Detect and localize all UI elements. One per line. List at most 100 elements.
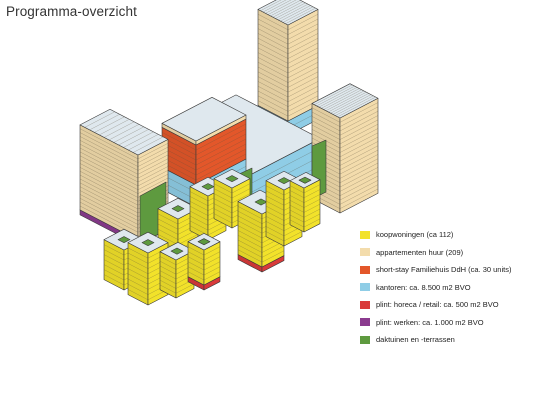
floor-line bbox=[159, 265, 177, 275]
floor-line bbox=[257, 28, 289, 45]
floor-line bbox=[303, 184, 321, 194]
floor-line bbox=[257, 14, 289, 30]
floor-line bbox=[195, 148, 247, 176]
roof-stripe bbox=[272, 1, 304, 18]
floor-line bbox=[213, 203, 233, 214]
roof-garden bbox=[170, 247, 184, 255]
floor-line bbox=[195, 143, 247, 171]
roof-garden bbox=[117, 236, 131, 244]
floor-line bbox=[339, 115, 379, 136]
floor-line bbox=[257, 33, 289, 50]
floor-line bbox=[287, 38, 319, 54]
floor-line bbox=[287, 76, 319, 93]
floor-line bbox=[339, 154, 379, 175]
roof-stripe bbox=[260, 0, 282, 11]
roof-stripe bbox=[277, 4, 309, 20]
floor-line bbox=[127, 247, 149, 259]
floor-line bbox=[287, 90, 319, 107]
floor-line bbox=[237, 239, 263, 253]
floor-line bbox=[339, 184, 379, 205]
floor-line bbox=[79, 140, 139, 171]
roof-stripe bbox=[314, 84, 353, 105]
floor-line bbox=[213, 193, 233, 204]
floor-line bbox=[261, 245, 285, 258]
floor-line bbox=[137, 173, 169, 190]
floor-line bbox=[203, 261, 221, 271]
floor-line bbox=[287, 47, 319, 64]
floor-line bbox=[339, 145, 379, 166]
floor-line bbox=[311, 107, 341, 123]
floor-line bbox=[257, 100, 289, 117]
floor-line bbox=[103, 254, 125, 266]
floor-line bbox=[137, 158, 169, 175]
floor-line bbox=[287, 42, 319, 59]
floor-line bbox=[79, 143, 139, 175]
floor-line bbox=[257, 47, 289, 64]
floor-line bbox=[195, 133, 247, 161]
floor-line bbox=[177, 234, 199, 245]
floor-line bbox=[127, 289, 149, 300]
floor-line bbox=[287, 62, 319, 78]
floor-line bbox=[79, 171, 139, 202]
floor-line bbox=[339, 180, 379, 201]
floor-line bbox=[265, 185, 285, 196]
roof-garden bbox=[141, 239, 155, 247]
floor-line bbox=[127, 268, 149, 280]
floor-line bbox=[339, 162, 379, 183]
floor-line bbox=[257, 62, 289, 78]
floor-line bbox=[339, 167, 379, 188]
floor-line bbox=[79, 163, 139, 194]
floor-line bbox=[287, 23, 319, 40]
floor-line bbox=[79, 147, 139, 179]
floor-line bbox=[127, 273, 149, 285]
floor-line bbox=[79, 128, 139, 160]
floor-line bbox=[283, 231, 303, 242]
roof-stripe bbox=[84, 111, 115, 128]
floor-line bbox=[257, 66, 289, 83]
floor-line bbox=[237, 225, 263, 239]
roof-stripe bbox=[285, 7, 316, 24]
floor-line bbox=[231, 188, 251, 199]
floor-line bbox=[265, 200, 285, 211]
floor-line bbox=[237, 220, 263, 234]
floor-line bbox=[203, 256, 221, 266]
floor-line bbox=[189, 215, 209, 226]
legend-label: kantoren: ca. 8.500 m2 BVO bbox=[376, 282, 471, 292]
floor-line bbox=[157, 234, 179, 245]
floor-line bbox=[127, 284, 149, 295]
floor-line bbox=[127, 263, 149, 274]
legend-label: plint: werken: ca. 1.000 m2 BVO bbox=[376, 317, 484, 327]
floor-line bbox=[189, 201, 209, 211]
floor-line bbox=[311, 111, 341, 127]
floor-line bbox=[157, 218, 179, 230]
floor-line bbox=[339, 111, 379, 132]
legend: koopwoningen (ca 112) appartementen huur… bbox=[360, 226, 530, 349]
roof-stripe bbox=[275, 2, 306, 19]
floor-line bbox=[287, 86, 319, 102]
legend-item-daktuinen: daktuinen en -terrassen bbox=[360, 331, 530, 349]
roof-garden bbox=[225, 175, 239, 183]
floor-line bbox=[79, 182, 139, 214]
legend-item-short-stay: short-stay Familiehuis DdH (ca. 30 units… bbox=[360, 261, 530, 279]
floor-line bbox=[187, 246, 205, 256]
legend-label: plint: horeca / retail: ca. 500 m2 BVO bbox=[376, 300, 499, 310]
floor-line bbox=[339, 102, 379, 123]
roof-stripe bbox=[282, 6, 314, 23]
floor-line bbox=[79, 190, 139, 221]
roof-stripe bbox=[108, 124, 140, 141]
floor-line bbox=[189, 206, 209, 216]
roof-stripe bbox=[94, 116, 125, 133]
floor-line bbox=[311, 116, 341, 132]
floor-line bbox=[339, 141, 379, 162]
floor-line bbox=[237, 244, 263, 258]
floor-line bbox=[187, 261, 205, 271]
floor-line bbox=[213, 208, 233, 219]
floor-line bbox=[303, 194, 321, 203]
floor-line bbox=[257, 76, 289, 93]
floor-line bbox=[137, 166, 169, 183]
floor-line bbox=[157, 223, 179, 235]
floor-line bbox=[257, 18, 289, 35]
legend-label: koopwoningen (ca 112) bbox=[376, 230, 454, 240]
floor-line bbox=[265, 205, 285, 216]
floor-line bbox=[103, 264, 125, 276]
